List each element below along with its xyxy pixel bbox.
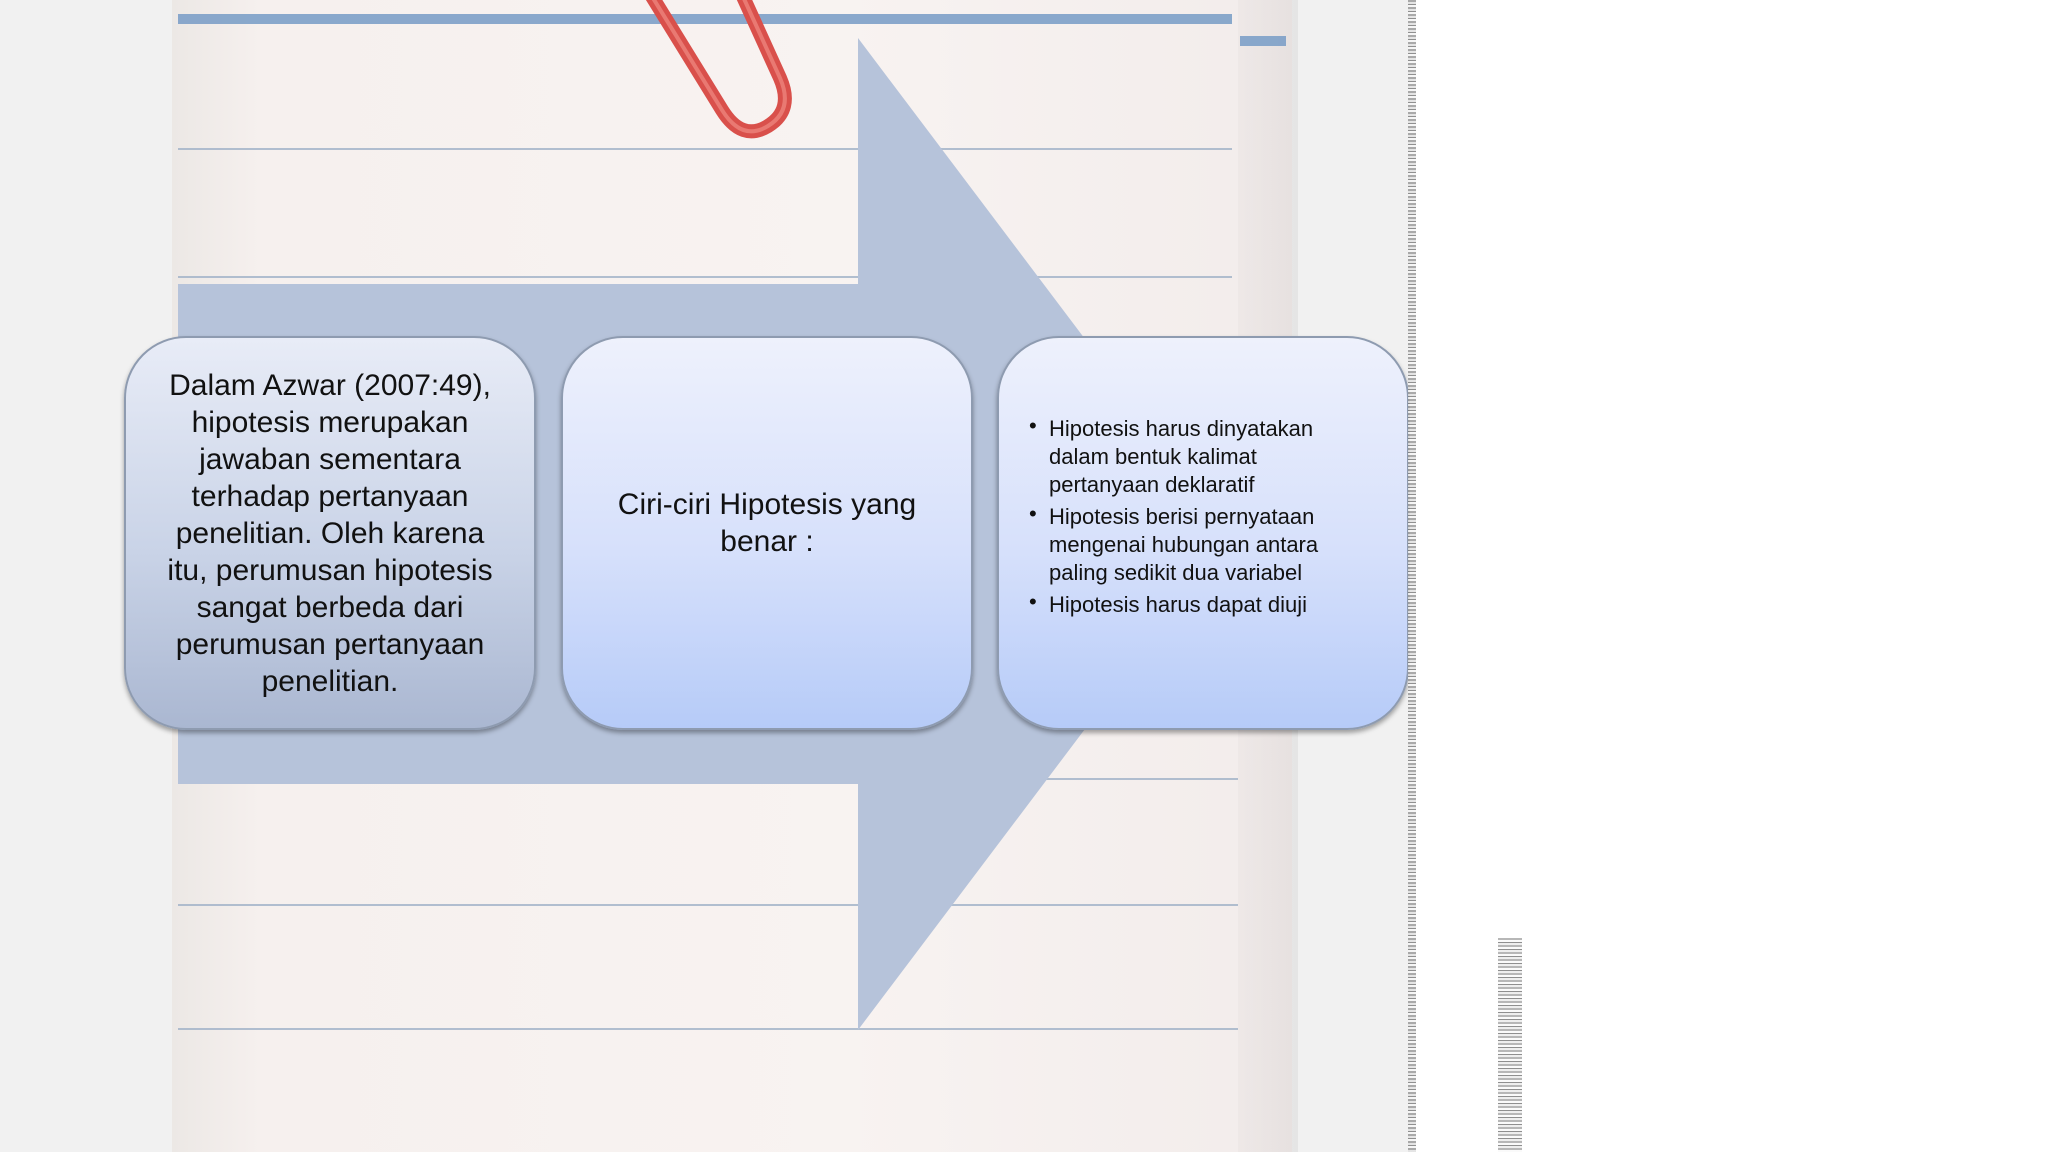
definition-text: Dalam Azwar (2007:49), hipotesis merupak… — [167, 368, 493, 698]
criteria-list-item: Hipotesis harus dinyatakan dalam bentuk … — [1029, 412, 1367, 499]
paper-rule — [1240, 36, 1286, 46]
criteria-list: Hipotesis harus dinyatakan dalam bentuk … — [999, 338, 1407, 623]
criteria-list-box: Hipotesis harus dinyatakan dalam bentuk … — [997, 336, 1409, 730]
paper-rule — [178, 14, 1232, 24]
criteria-list-item: Hipotesis harus dapat diuji — [1029, 588, 1367, 619]
paper-rule — [178, 1028, 1238, 1030]
definition-box: Dalam Azwar (2007:49), hipotesis merupak… — [124, 336, 536, 730]
criteria-list-item: Hipotesis berisi pernyataan mengenai hub… — [1029, 500, 1367, 587]
paper-rule — [178, 904, 1238, 906]
scan-artifact — [1498, 938, 1522, 1152]
criteria-heading-box: Ciri-ciri Hipotesis yang benar : — [561, 336, 973, 730]
paper-rule — [178, 148, 1232, 150]
paper-rule — [178, 276, 1232, 278]
page-edge — [1408, 0, 1416, 1152]
criteria-heading-text: Ciri-ciri Hipotesis yang benar : — [617, 488, 917, 558]
paperclip-icon — [645, 0, 792, 139]
